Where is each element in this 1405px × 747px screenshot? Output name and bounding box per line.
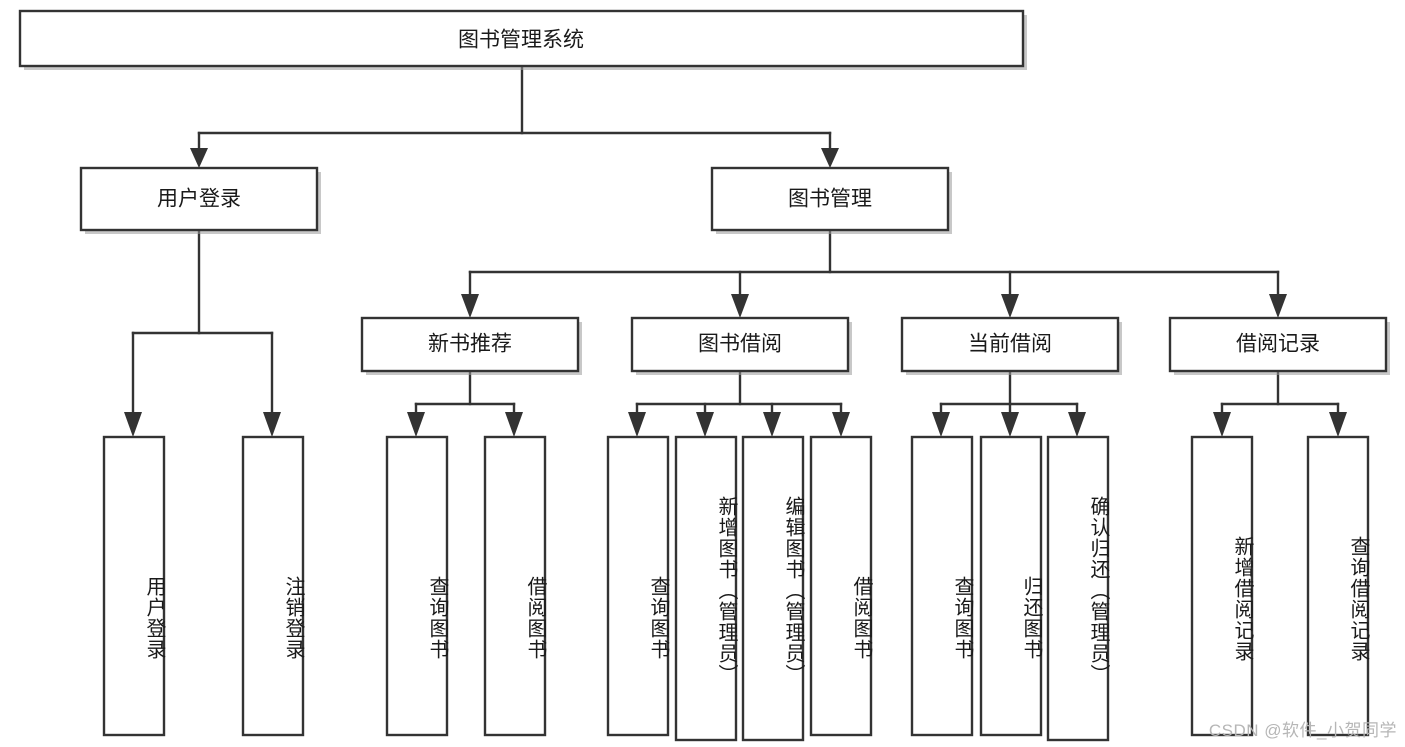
leaf-box-confirm-return[interactable] (1046, 435, 1110, 742)
arrow-head-new-book-recommend (461, 294, 479, 318)
node-root-label: 图书管理系统 (458, 29, 584, 52)
node-root[interactable]: 图书管理系统 (18, 9, 1027, 70)
node-current-borrow-box[interactable] (900, 316, 1120, 373)
leaf-box-query-book-3[interactable] (910, 435, 974, 737)
leaf-node-group (102, 435, 1370, 742)
arrow-head-leaf-edit-book (763, 412, 781, 437)
arrow-head-leaf-add-record (1213, 412, 1231, 437)
node-book-management-box[interactable] (710, 166, 950, 232)
connector-group (124, 66, 1347, 437)
leaf-box-add-record[interactable] (1190, 435, 1254, 737)
leaf-box-query-record[interactable] (1306, 435, 1370, 737)
arrow-head-leaf-query-book-3 (932, 412, 950, 437)
leaf-box-query-book-2[interactable] (606, 435, 670, 737)
node-borrow-record-box[interactable] (1168, 316, 1388, 373)
arrow-head-leaf-query-book-2 (628, 412, 646, 437)
node-user-login-box[interactable] (79, 166, 319, 232)
arrow-head-borrow-record (1269, 294, 1287, 318)
arrow-head-leaf-return-book (1001, 412, 1019, 437)
arrow-head-leaf-query-book-1 (407, 412, 425, 437)
leaf-box-add-book[interactable] (674, 435, 738, 742)
leaf-box-user-login[interactable] (102, 435, 166, 737)
arrow-head-current-borrow (1001, 294, 1019, 318)
node-book-management-label: 图书管理 (788, 188, 872, 211)
leaf-box-query-book-1[interactable] (385, 435, 449, 737)
node-current-borrow[interactable]: 当前借阅 (900, 316, 1122, 375)
node-new-book-recommend[interactable]: 新书推荐 (360, 316, 582, 375)
arrow-head-book-borrow (731, 294, 749, 318)
leaf-box-borrow-book-1[interactable] (483, 435, 547, 737)
node-book-borrow-label: 图书借阅 (698, 333, 782, 356)
arrow-head-user-login (190, 148, 208, 168)
node-new-book-recommend-label: 新书推荐 (428, 333, 512, 356)
arrow-head-leaf-borrow-book-2 (832, 412, 850, 437)
arrow-head-leaf-borrow-book-1 (505, 412, 523, 437)
node-borrow-record[interactable]: 借阅记录 (1168, 316, 1390, 375)
watermark-text: CSDN @软件_小贺同学 (1208, 721, 1397, 740)
leaf-box-borrow-book-2[interactable] (809, 435, 873, 737)
arrow-head-book-management (821, 148, 839, 168)
node-borrow-record-label: 借阅记录 (1236, 333, 1320, 356)
arrow-head-leaf-logout-login (263, 412, 281, 437)
node-book-borrow[interactable]: 图书借阅 (630, 316, 852, 375)
arrow-head-leaf-confirm-return (1068, 412, 1086, 437)
node-root-box[interactable] (18, 9, 1025, 68)
node-new-book-recommend-box[interactable] (360, 316, 580, 373)
leaf-box-logout-login[interactable] (241, 435, 305, 737)
node-book-management[interactable]: 图书管理 (710, 166, 952, 234)
leaf-box-return-book[interactable] (979, 435, 1043, 737)
arrow-head-leaf-user-login (124, 412, 142, 437)
arrow-head-leaf-add-book (696, 412, 714, 437)
node-book-borrow-box[interactable] (630, 316, 850, 373)
node-user-login-label: 用户登录 (157, 188, 241, 211)
arrow-head-leaf-query-record (1329, 412, 1347, 437)
leaf-box-edit-book[interactable] (741, 435, 805, 742)
node-user-login[interactable]: 用户登录 (79, 166, 321, 234)
node-current-borrow-label: 当前借阅 (968, 333, 1052, 356)
